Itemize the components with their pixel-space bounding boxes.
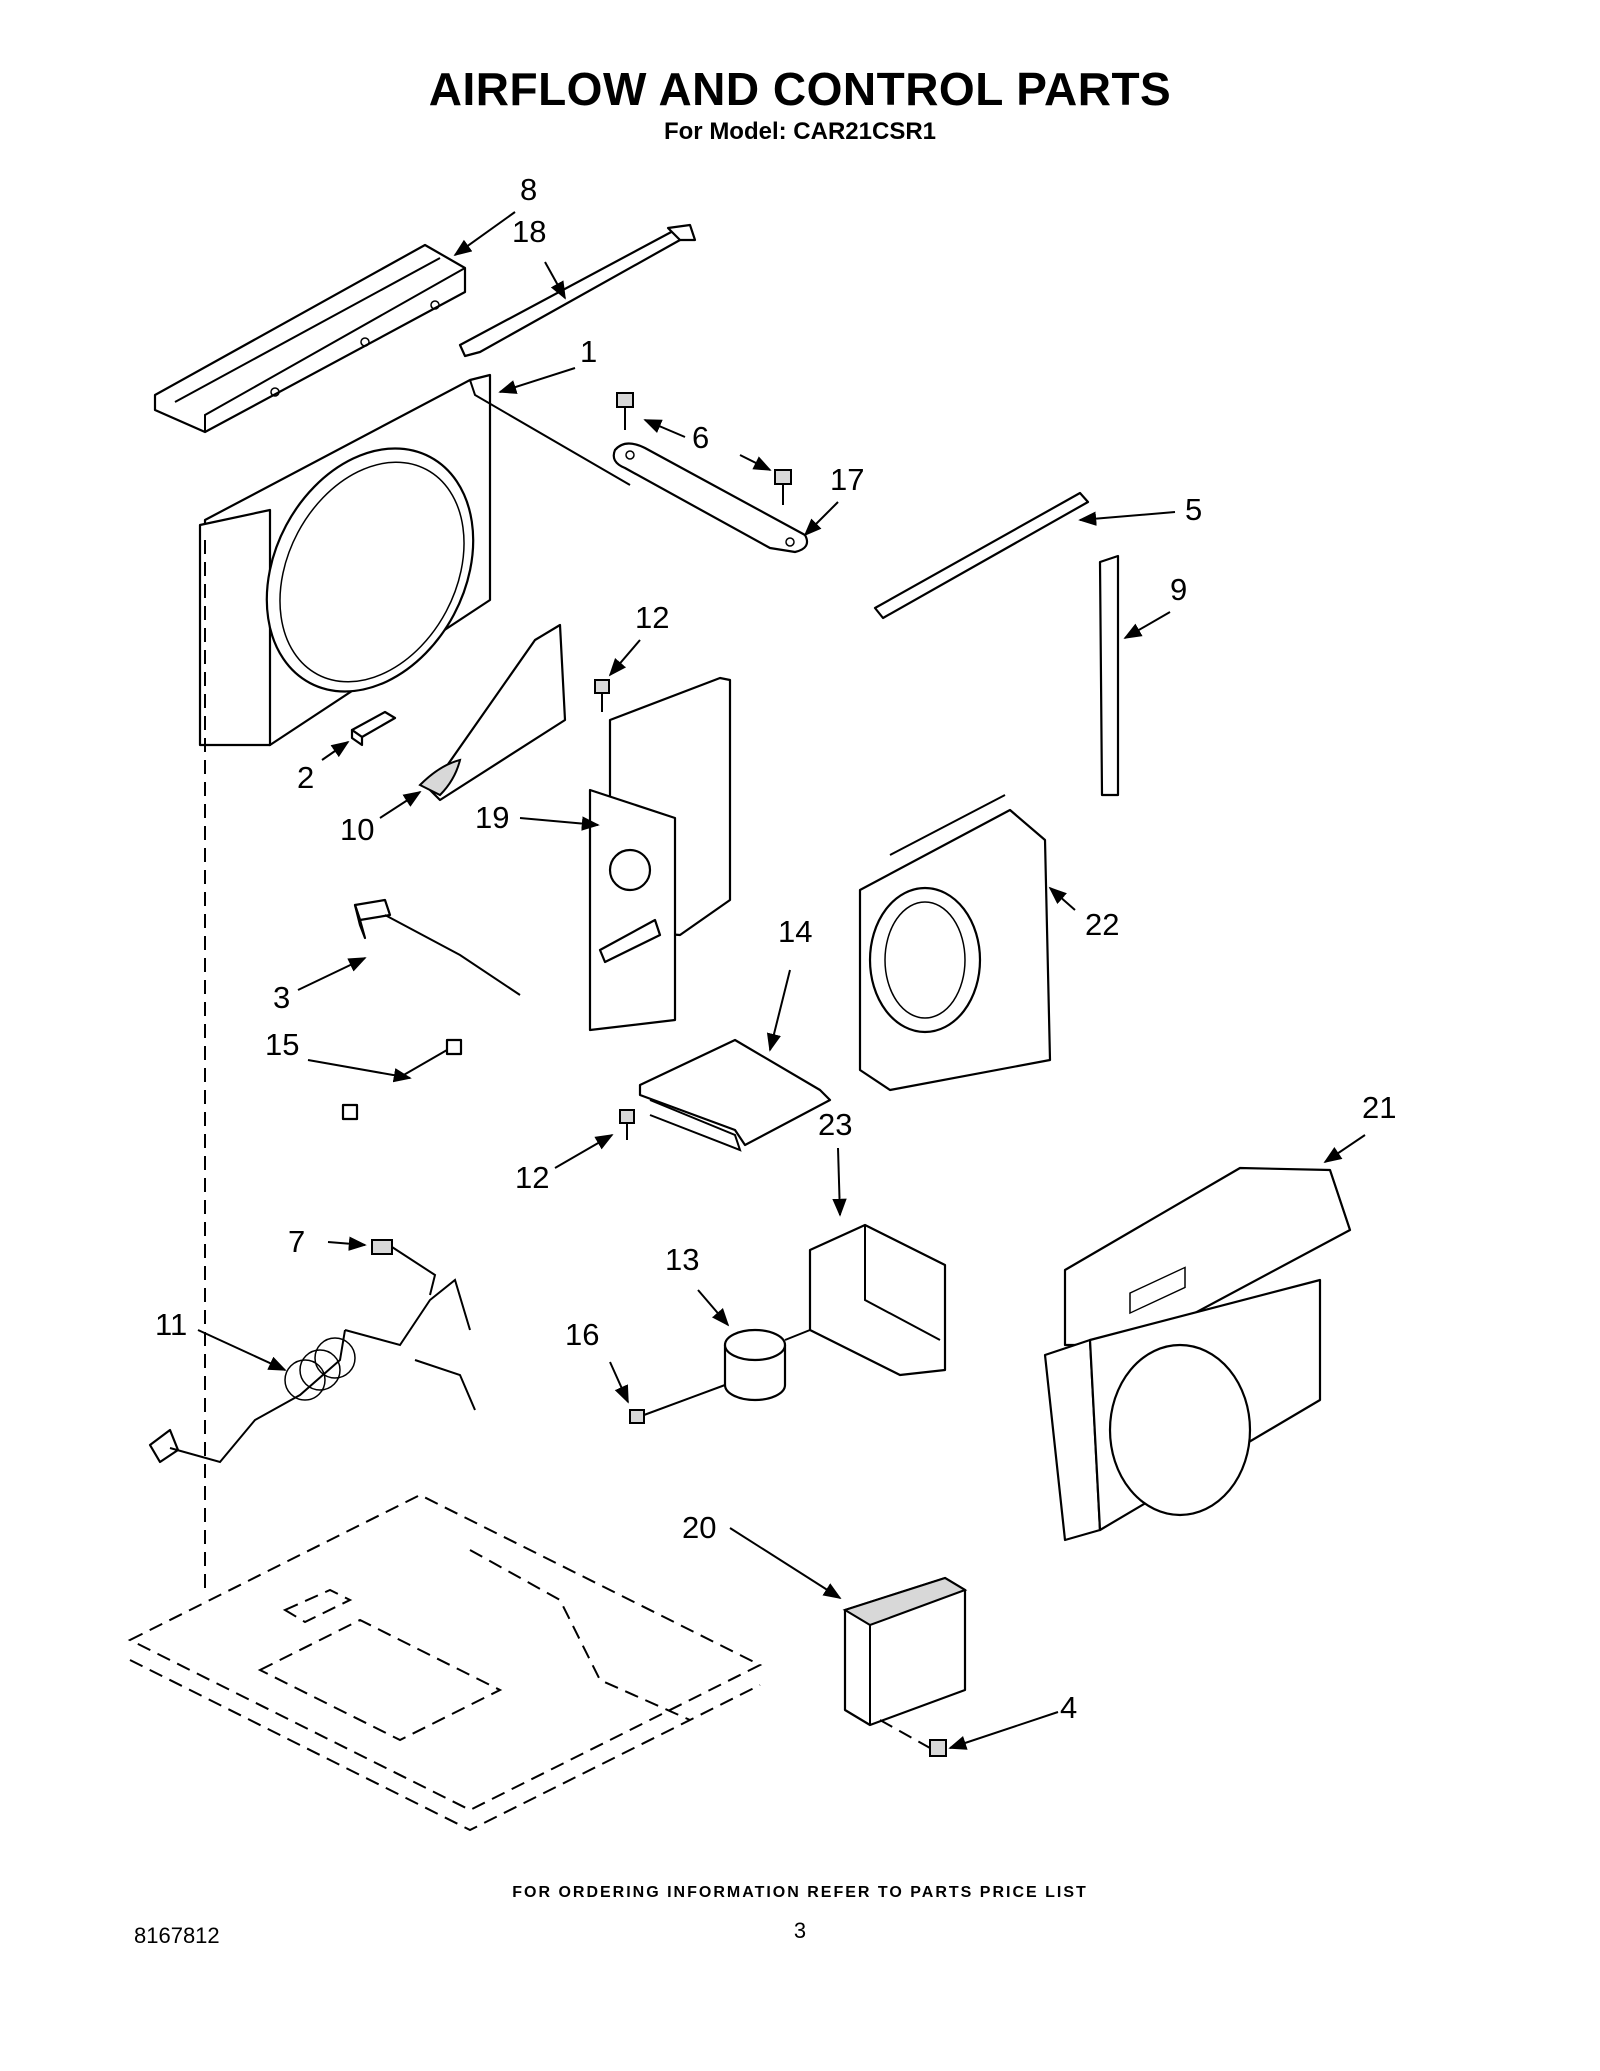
callout-8: 8 (520, 172, 537, 207)
callout-9: 9 (1170, 572, 1187, 607)
document-number: 8167812 (134, 1923, 220, 1948)
part-23-capacitor-bracket (808, 1223, 947, 1377)
part-21-air-director (1043, 1166, 1352, 1542)
part-22-blower-scroll (858, 794, 1052, 1092)
callout-16: 16 (565, 1317, 599, 1352)
leader-lines (197, 211, 1366, 1750)
part-14-bracket (638, 1038, 832, 1152)
ordering-note: FOR ORDERING INFORMATION REFER TO PARTS … (512, 1884, 1088, 1901)
callout-5: 5 (1185, 492, 1202, 527)
part-15-wire-harness (341, 1038, 463, 1121)
callout-1: 1 (580, 334, 597, 369)
callout-14: 14 (778, 914, 812, 949)
part-1-fan-shroud (198, 373, 631, 747)
callout-17: 17 (830, 462, 864, 497)
page-number: 3 (793, 1918, 807, 1943)
callout-13: 13 (665, 1242, 699, 1277)
part-17-bracket (612, 442, 809, 554)
part-5-seal-horizontal (873, 491, 1090, 620)
part-6-screw-b (774, 469, 792, 505)
base-pan-reference (127, 540, 763, 1832)
part-18-seal-strip (458, 223, 697, 358)
callout-12-bottom: 12 (515, 1160, 549, 1195)
part-8-top-rail (153, 243, 467, 434)
callout-19: 19 (475, 800, 509, 835)
part-2-block (350, 710, 397, 747)
callout-20: 20 (682, 1510, 716, 1545)
part-20-control-board (842, 1576, 968, 1727)
callout-18: 18 (512, 214, 546, 249)
callout-4: 4 (1060, 1690, 1077, 1725)
part-12-screw-top (594, 679, 610, 712)
callout-7: 7 (288, 1224, 305, 1259)
part-3-sensor (353, 898, 521, 996)
part-16-screw (629, 1384, 726, 1424)
part-10-barrier (418, 623, 567, 802)
part-6-screw-a (616, 392, 634, 430)
callout-21: 21 (1362, 1090, 1396, 1125)
model-subtitle: For Model: CAR21CSR1 (663, 118, 937, 145)
callout-2: 2 (297, 760, 314, 795)
part-4-screw (879, 1719, 947, 1757)
callout-15: 15 (265, 1027, 299, 1062)
callout-12-top: 12 (635, 600, 669, 635)
part-11-power-cord (148, 1278, 476, 1464)
callout-22: 22 (1085, 907, 1119, 942)
part-19-control-panel (588, 676, 732, 1032)
part-7-ground-screw (371, 1239, 437, 1296)
page-title: AIRFLOW AND CONTROL PARTS (428, 63, 1172, 115)
callout-11: 11 (155, 1307, 187, 1342)
callout-6: 6 (692, 420, 709, 455)
callout-10: 10 (340, 812, 374, 847)
part-13-capacitor (723, 1328, 811, 1402)
part-12-screw-bottom (619, 1109, 635, 1140)
callout-23: 23 (818, 1107, 852, 1142)
callout-3: 3 (273, 980, 290, 1015)
part-9-seal-vertical (1098, 554, 1120, 797)
